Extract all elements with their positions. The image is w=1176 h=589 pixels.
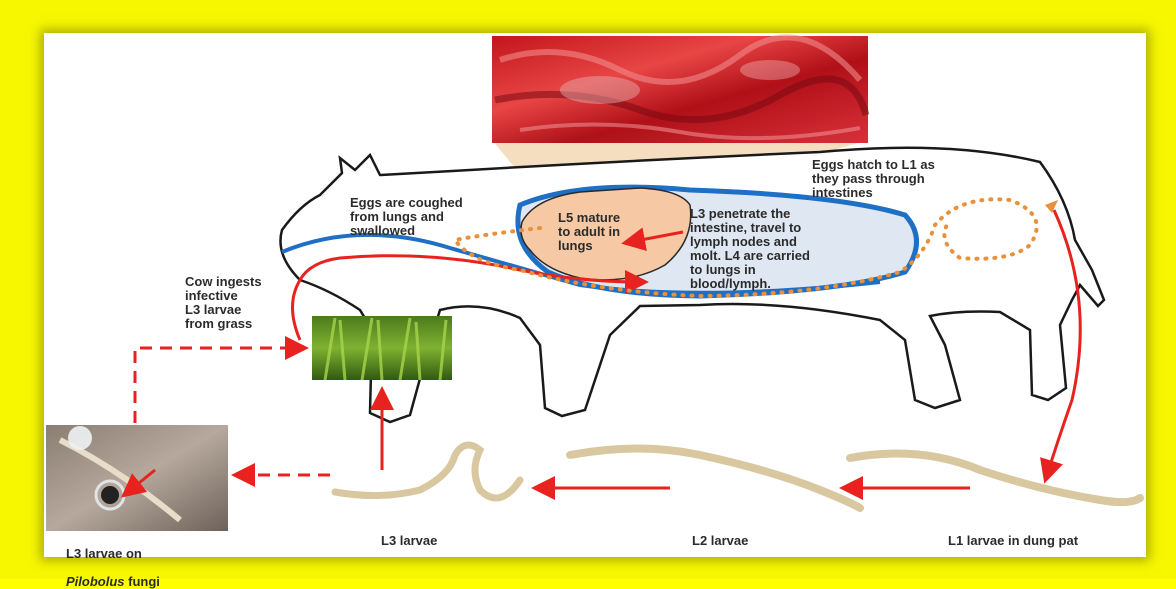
label-l5-mature: L5 mature to adult in lungs bbox=[558, 211, 620, 253]
label-cow-ingests: Cow ingests infective L3 larvae from gra… bbox=[185, 275, 262, 331]
label-fungi: fungi bbox=[125, 574, 160, 589]
arrow-fungi-to-grass bbox=[135, 348, 300, 423]
pilobolus-fungi-photo bbox=[46, 425, 228, 531]
label-l3-larvae: L3 larvae bbox=[381, 533, 437, 548]
l2-larva bbox=[570, 449, 860, 509]
label-l3-pilobolus-line1: L3 larvae on bbox=[66, 546, 142, 561]
label-l1-larvae: L1 larvae in dung pat bbox=[948, 533, 1078, 548]
grass-photo bbox=[312, 316, 452, 380]
label-l2-larvae: L2 larvae bbox=[692, 533, 748, 548]
label-l3-penetrate: L3 penetrate the intestine, travel to ly… bbox=[690, 207, 810, 291]
label-l3-pilobolus: L3 larvae on Pilobolus fungi bbox=[66, 533, 160, 589]
label-eggs-hatch: Eggs hatch to L1 as they pass through in… bbox=[812, 158, 935, 200]
label-eggs-coughed: Eggs are coughed from lungs and swallowe… bbox=[350, 196, 463, 238]
l1-larva bbox=[850, 454, 1140, 503]
lung-tissue-photo bbox=[492, 36, 868, 143]
l3-larva bbox=[335, 445, 520, 498]
label-pilobolus-italic: Pilobolus bbox=[66, 574, 125, 589]
